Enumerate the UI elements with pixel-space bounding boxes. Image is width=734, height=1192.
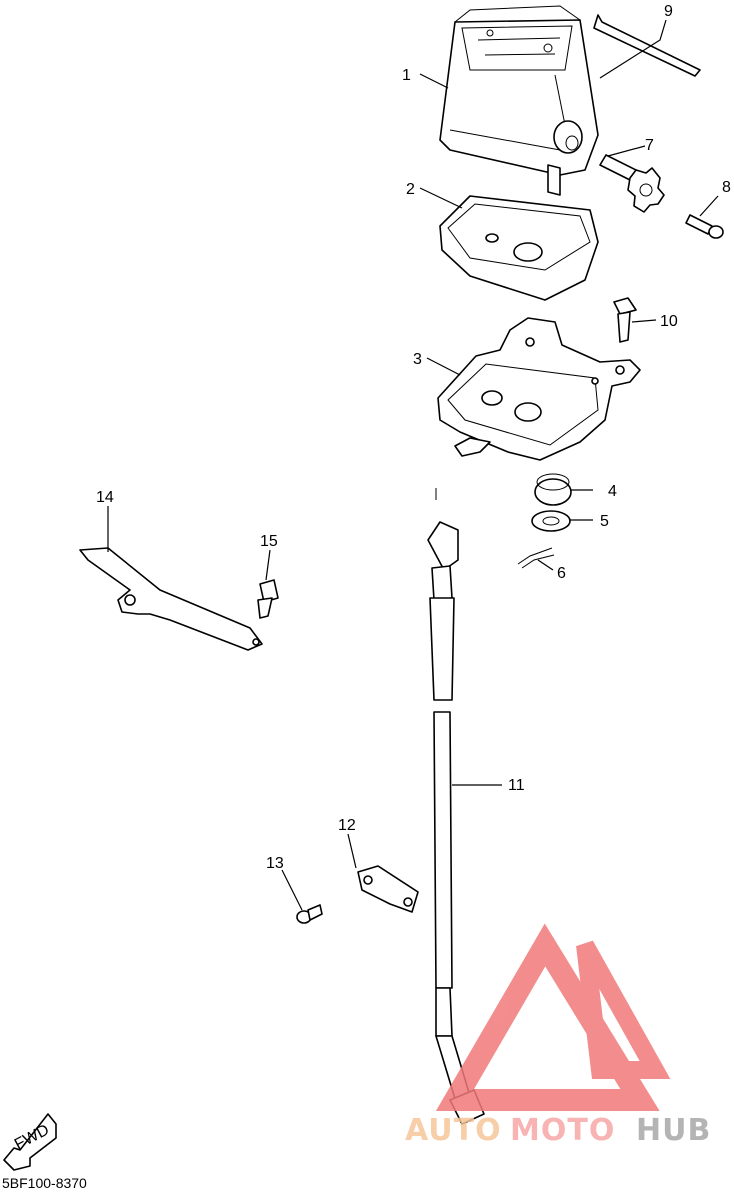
watermark-text-hub: HUB bbox=[636, 1113, 711, 1148]
callout-10: 10 bbox=[660, 313, 678, 330]
callout-9: 9 bbox=[664, 3, 673, 20]
callout-8: 8 bbox=[722, 179, 731, 196]
diagram-code: 5BF100-8370 bbox=[2, 1175, 87, 1191]
callout-2: 2 bbox=[406, 181, 415, 198]
callout-14: 14 bbox=[96, 489, 114, 506]
callout-13: 13 bbox=[266, 855, 284, 872]
part-13-screw bbox=[296, 904, 323, 924]
callout-15: 15 bbox=[260, 533, 278, 550]
part-2-cushion bbox=[439, 195, 599, 301]
part-11-cable bbox=[427, 488, 485, 1125]
callout-4: 4 bbox=[608, 483, 617, 500]
part-15-bolt bbox=[257, 579, 279, 619]
part-5-washer bbox=[531, 510, 571, 532]
callout-12: 12 bbox=[338, 817, 356, 834]
part-6-clip bbox=[517, 547, 555, 569]
part-4-grommet bbox=[534, 473, 572, 506]
part-9-strip bbox=[593, 14, 701, 77]
part-12-clamp bbox=[357, 865, 419, 913]
callout-5: 5 bbox=[600, 513, 609, 530]
callout-1: 1 bbox=[402, 67, 411, 84]
fwd-arrow: FWD bbox=[3, 1113, 57, 1171]
part-3-bracket bbox=[437, 317, 641, 461]
callout-11: 11 bbox=[508, 777, 525, 794]
part-14-stay bbox=[79, 547, 263, 651]
watermark-triangle-inner bbox=[576, 940, 671, 1079]
callout-6: 6 bbox=[557, 565, 566, 582]
watermark-logo: AUTO MOTO HUB bbox=[405, 923, 711, 1148]
callout-labels: 1 2 3 4 5 6 7 8 9 10 11 12 13 14 15 bbox=[96, 3, 731, 872]
callout-3: 3 bbox=[413, 351, 422, 368]
part-7-gear bbox=[627, 167, 665, 213]
part-10-bolt bbox=[613, 297, 637, 343]
callout-7: 7 bbox=[645, 137, 654, 154]
watermark-text-auto: AUTO bbox=[405, 1113, 502, 1148]
part-8-screw bbox=[685, 214, 724, 239]
part-1-meter-housing bbox=[439, 5, 599, 196]
leader-lines bbox=[107, 19, 719, 911]
watermark-text-moto: MOTO bbox=[510, 1113, 615, 1148]
